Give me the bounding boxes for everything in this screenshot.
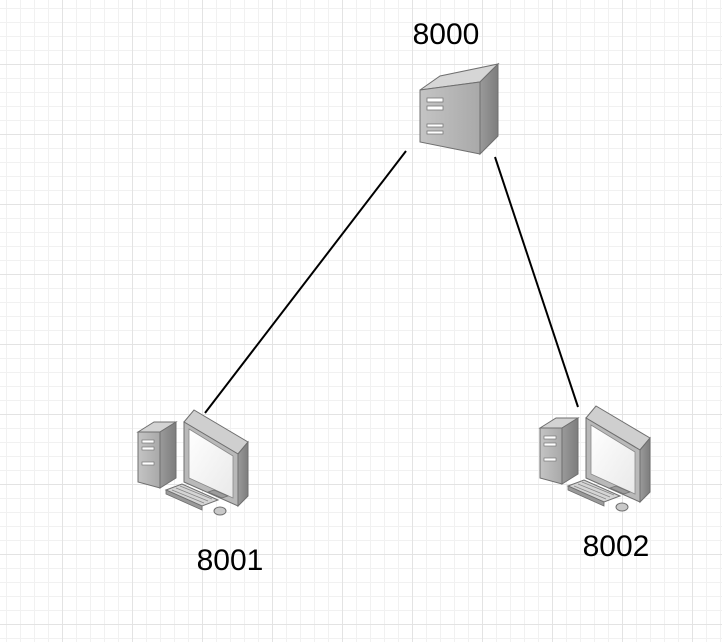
server-tower-icon	[419, 63, 499, 155]
desktop-computer-icon	[539, 405, 651, 512]
client-node-8001[interactable]: 8001	[137, 409, 264, 577]
link-8000-8002[interactable]	[494, 156, 579, 408]
client-left-label: 8001	[197, 544, 264, 577]
client-node-8002[interactable]: 8002	[539, 405, 651, 563]
server-node-8000[interactable]: 8000	[413, 18, 499, 155]
client-right-label: 8002	[583, 530, 650, 563]
link-8000-8001[interactable]	[204, 150, 407, 414]
desktop-computer-icon	[137, 409, 249, 516]
server-label: 8000	[413, 18, 480, 51]
